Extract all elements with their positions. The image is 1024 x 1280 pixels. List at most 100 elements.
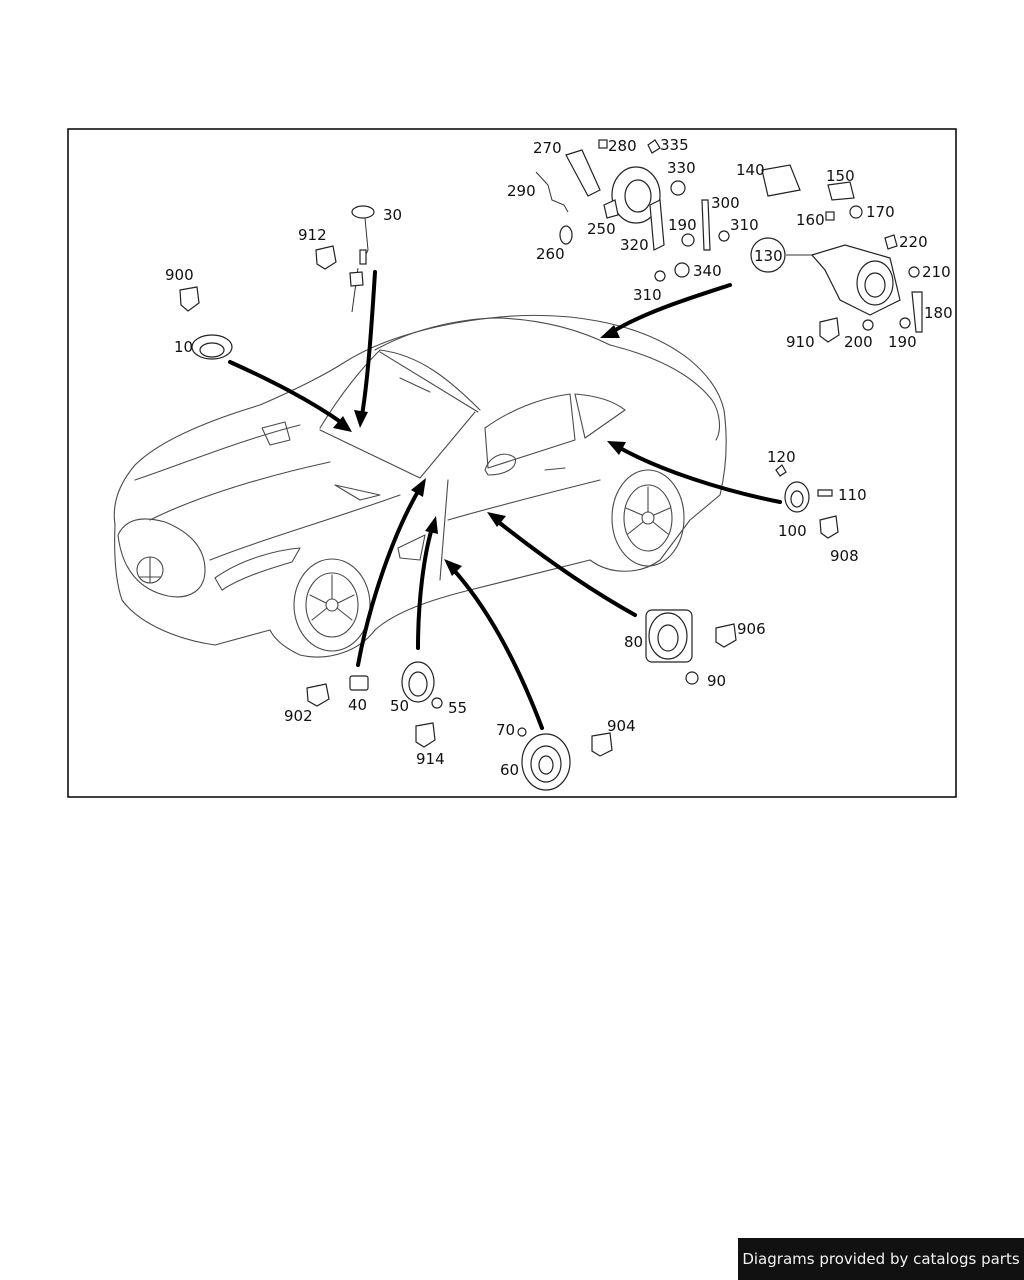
arrowhead-50: [425, 516, 438, 534]
part-label-310a: 310: [730, 216, 759, 234]
grommet-330-icon: [670, 180, 686, 196]
ring-260-icon: [559, 225, 573, 245]
part-label-130: 130: [754, 247, 783, 265]
bracket-140-icon: [761, 164, 801, 197]
label-912-icon: [315, 245, 337, 270]
screw-110-icon: [817, 489, 833, 497]
part-label-190a: 190: [668, 216, 697, 234]
part-label-320: 320: [620, 236, 649, 254]
part-label-210: 210: [922, 263, 951, 281]
part-label-55: 55: [448, 699, 467, 717]
label-912-tag-icon: [349, 271, 364, 287]
part-label-310b: 310: [633, 286, 662, 304]
speaker-60-icon: [521, 733, 571, 791]
part-label-908: 908: [830, 547, 859, 565]
part-label-914: 914: [416, 750, 445, 768]
bracket-320-icon: [649, 199, 665, 251]
part-label-60: 60: [500, 761, 519, 779]
part-label-200: 200: [844, 333, 873, 351]
sensor-40-icon: [349, 675, 369, 691]
arrowhead-10: [333, 416, 352, 432]
part-label-140: 140: [736, 161, 765, 179]
part-label-250: 250: [587, 220, 616, 238]
clip-150-icon: [827, 181, 855, 201]
part-label-80: 80: [624, 633, 643, 651]
screw-170-icon: [849, 205, 863, 219]
part-label-900: 900: [165, 266, 194, 284]
clip-70-icon: [517, 727, 527, 737]
arrowhead-130: [600, 325, 620, 338]
car-outline: [113, 314, 727, 658]
arrow-80: [494, 518, 637, 617]
label-910-icon: [819, 317, 840, 343]
arrow-100: [618, 446, 782, 504]
cable-290-icon: [535, 171, 569, 213]
speaker-10-icon: [191, 334, 233, 360]
subwoofer-130-icon: [750, 237, 901, 316]
arrowhead-30: [354, 410, 368, 428]
speaker-80-icon: [645, 609, 693, 663]
label-902-icon: [306, 683, 330, 707]
part-label-10: 10: [174, 338, 193, 356]
label-900-icon: [179, 286, 200, 312]
nut-200-icon: [862, 319, 874, 331]
part-label-70: 70: [496, 721, 515, 739]
clip-120-icon: [775, 464, 787, 477]
callout-arrows: [228, 270, 782, 730]
label-904-icon: [591, 732, 613, 757]
part-label-910: 910: [786, 333, 815, 351]
part-label-335: 335: [660, 136, 689, 154]
speaker-100-icon: [784, 481, 810, 513]
part-label-110: 110: [838, 486, 867, 504]
part-label-280: 280: [608, 137, 637, 155]
part-label-340: 340: [693, 262, 722, 280]
part-labels: 10 30 40 50 55 60 70 80 90 100 110 120 1…: [165, 136, 953, 779]
nut-160-icon: [825, 211, 835, 221]
part-label-170: 170: [866, 203, 895, 221]
speaker-250-icon: [603, 166, 661, 224]
bracket-180-icon: [911, 291, 923, 333]
part-label-330: 330: [667, 159, 696, 177]
clip-220-icon: [884, 234, 898, 250]
nut-190b-icon: [899, 317, 911, 329]
arrow-40: [356, 486, 422, 667]
part-label-50: 50: [390, 697, 409, 715]
arrow-60: [450, 566, 544, 730]
part-label-120: 120: [767, 448, 796, 466]
part-label-150: 150: [826, 167, 855, 185]
clip-280-icon: [598, 139, 608, 149]
screw-90-icon: [685, 671, 699, 685]
part-label-270: 270: [533, 139, 562, 157]
part-label-100: 100: [778, 522, 807, 540]
part-label-30: 30: [383, 206, 402, 224]
bracket-300-icon: [701, 199, 711, 251]
part-label-220: 220: [899, 233, 928, 251]
arrow-50: [416, 526, 434, 650]
label-914-icon: [415, 722, 436, 748]
arrow-10: [228, 360, 347, 427]
part-label-912: 912: [298, 226, 327, 244]
part-label-902: 902: [284, 707, 313, 725]
label-908-icon: [819, 515, 839, 539]
part-label-906: 906: [737, 620, 766, 638]
arrow-130: [610, 283, 732, 334]
screw-55-icon: [431, 697, 443, 709]
footer-credit: Diagrams provided by catalogs parts: [738, 1238, 1024, 1280]
part-label-290: 290: [507, 182, 536, 200]
part-label-90: 90: [707, 672, 726, 690]
part-label-904: 904: [607, 717, 636, 735]
arrowhead-80: [487, 512, 506, 527]
arrowhead-100: [607, 441, 626, 455]
nut-310b-icon: [654, 270, 666, 282]
arrowhead-40: [411, 478, 426, 497]
part-label-160: 160: [796, 211, 825, 229]
nut-310a-icon: [718, 230, 730, 242]
grommet-340-icon: [674, 262, 690, 278]
speaker-50-icon: [401, 661, 435, 703]
label-906-icon: [715, 623, 737, 648]
part-label-190b: 190: [888, 333, 917, 351]
part-label-180: 180: [924, 304, 953, 322]
nut-190a-icon: [681, 233, 695, 247]
diagram-frame: [67, 128, 957, 798]
